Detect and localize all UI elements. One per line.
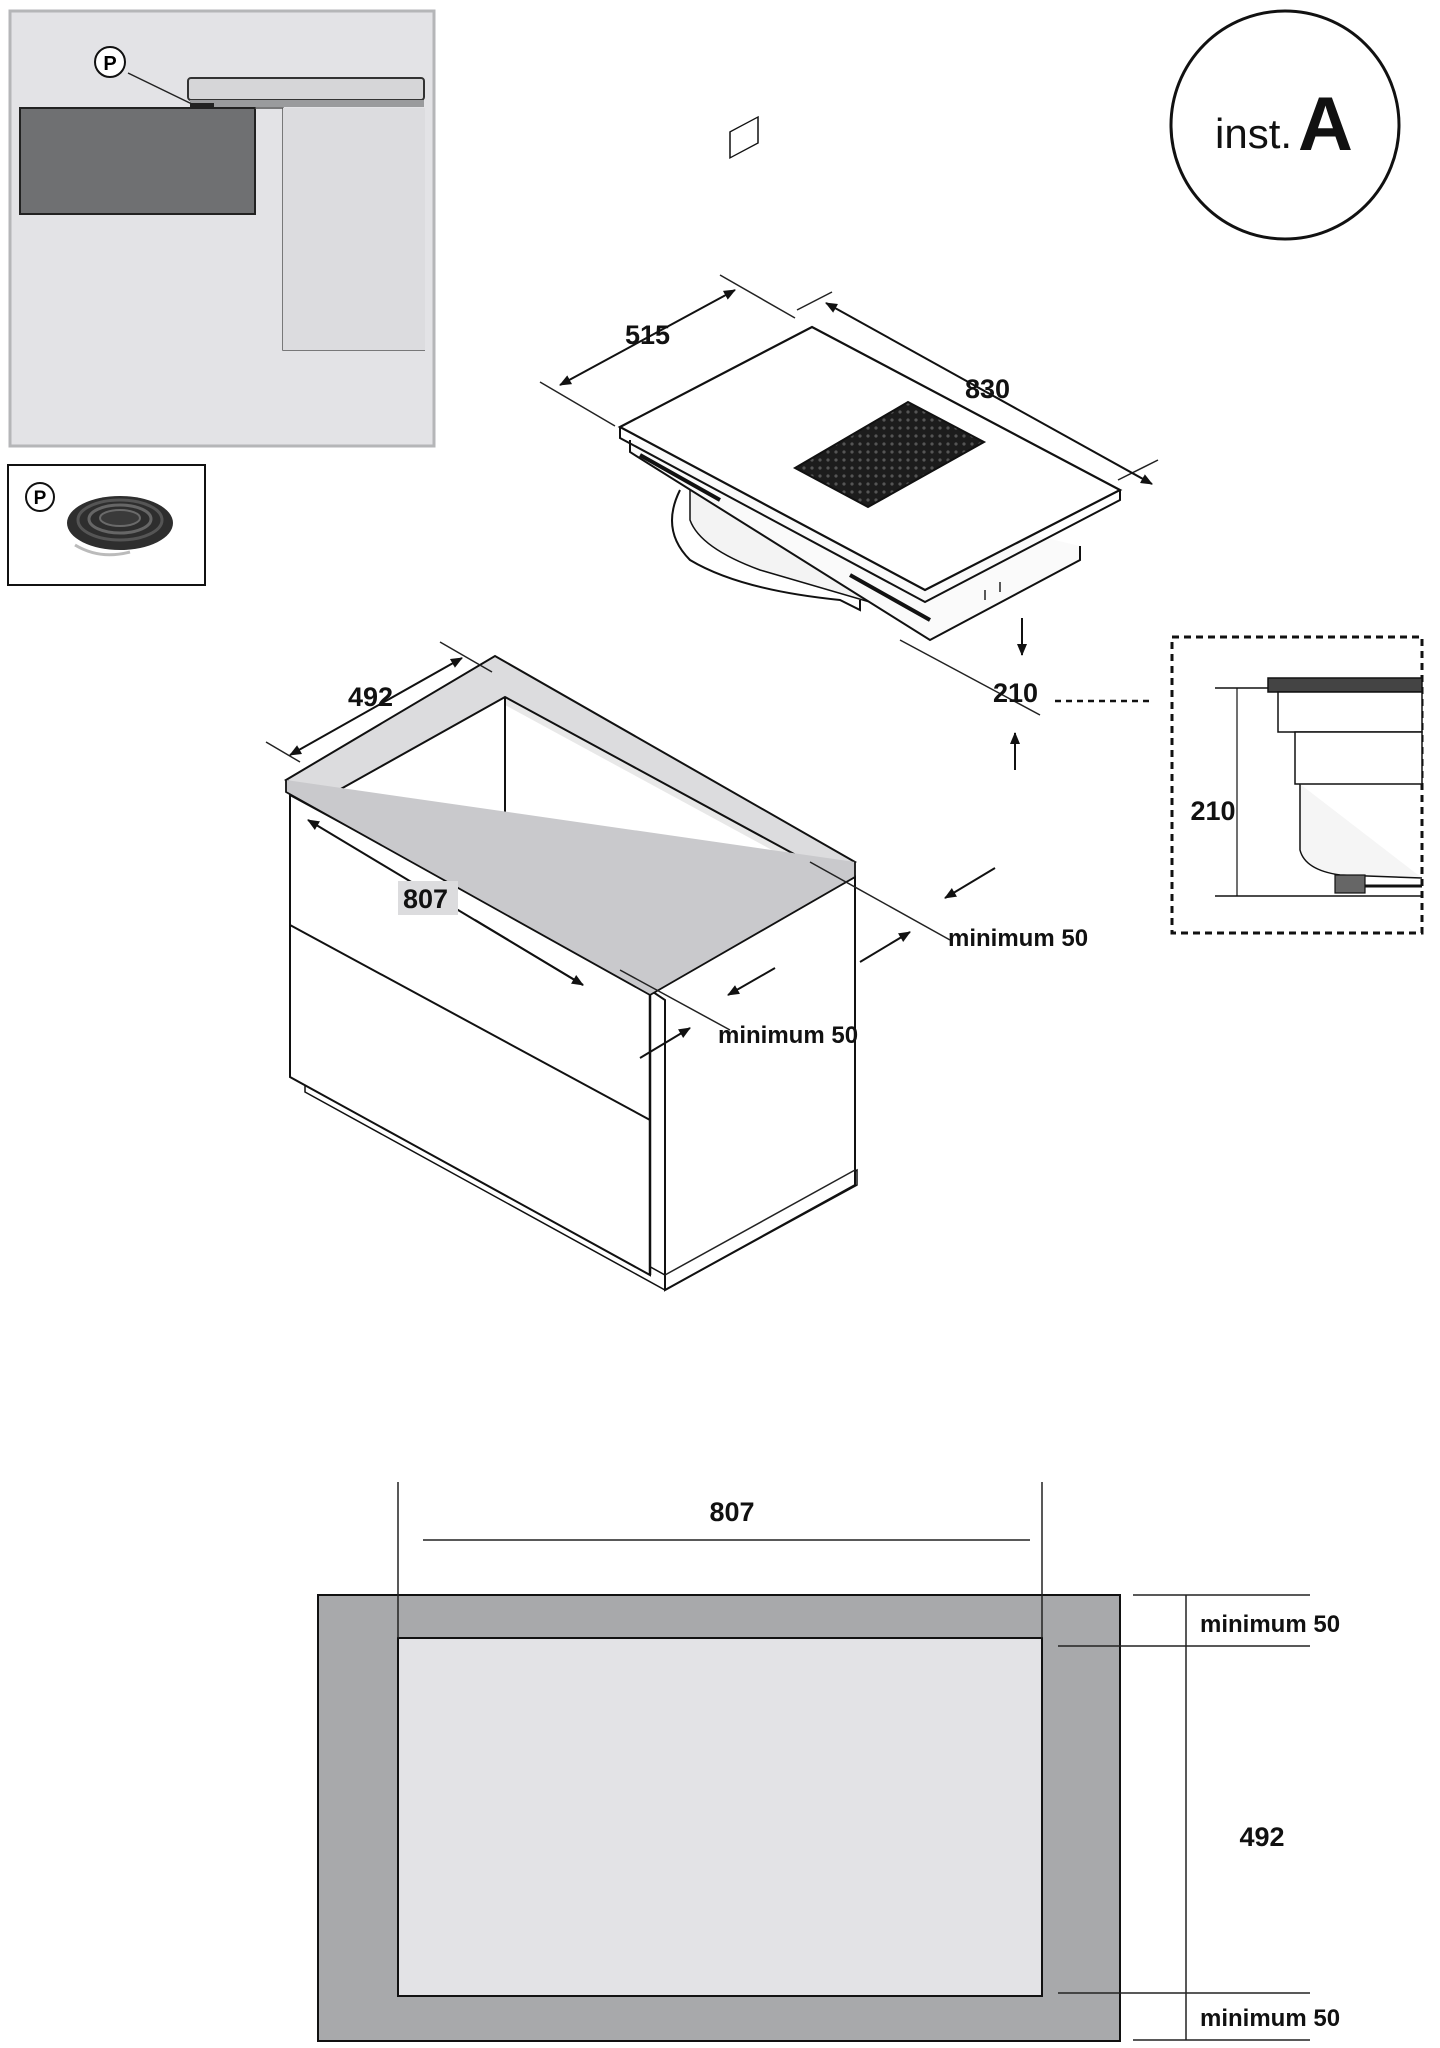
min-back-arrow-bottom — [859, 931, 911, 963]
dimension-hob-width: 830 — [796, 291, 1159, 485]
plan-min-top-label: minimum 50 — [1200, 1611, 1340, 1638]
hob-depth-arrow — [559, 289, 736, 386]
dimension-cabinet-min-back: minimum 50 — [809, 861, 1088, 963]
detail-inset: P — [8, 9, 436, 448]
min-front-arrow-bottom — [639, 1027, 691, 1059]
plan-cutout — [397, 1637, 1043, 1997]
installation-badge: inst. A — [1169, 9, 1401, 241]
cabinet-depth-arrow — [289, 657, 463, 756]
hob-width-label: 830 — [965, 374, 1010, 404]
worktop-edge — [285, 780, 856, 997]
cabinet-width-label: 807 — [403, 884, 448, 914]
badge-prefix: inst. — [1215, 110, 1292, 157]
gasket-box: P — [7, 464, 206, 586]
leader-line — [127, 72, 197, 107]
cabinet-depth-label: 492 — [348, 682, 393, 712]
part-callout-label: P — [103, 53, 116, 75]
height-detail-frame-part — [1277, 691, 1423, 733]
plan-view: 807 minimum 50 492 minimum 50 — [317, 1482, 1340, 2042]
cabinet-side — [283, 108, 425, 350]
hob-illustration — [617, 115, 1123, 642]
hob-width-arrow — [825, 302, 1153, 485]
min-back-arrow-top — [944, 867, 996, 899]
hob-clip-right — [849, 573, 931, 622]
plan-depth-label: 492 — [1239, 1822, 1284, 1852]
hob-clip-left — [639, 453, 721, 502]
height-detail-glass — [1267, 677, 1423, 693]
gasket-callout-label: P — [34, 488, 47, 509]
gasket-section — [190, 103, 214, 109]
min-back-label: minimum 50 — [948, 925, 1088, 952]
gasket-roll-image — [67, 496, 173, 557]
hob-glass-edge — [619, 427, 1121, 604]
dimension-hob-depth: 515 — [539, 274, 796, 427]
height-detail-outlet — [1334, 874, 1366, 894]
hob-depth-label: 515 — [625, 320, 670, 350]
dimension-cabinet-min-front: minimum 50 — [619, 967, 858, 1059]
hob-frame-section — [190, 100, 424, 107]
hob-plate-section — [187, 77, 425, 101]
hob-fan-housing — [671, 489, 861, 612]
height-detail-motor — [1294, 731, 1423, 785]
cabinet-illustration — [283, 654, 858, 1292]
min-front-arrow-top — [727, 967, 776, 996]
dimension-cabinet-width: 807 — [307, 819, 584, 986]
badge-circle — [1169, 9, 1401, 241]
height-detail: 210 — [1170, 635, 1424, 935]
plan-min-bottom-label: minimum 50 — [1200, 2005, 1340, 2032]
part-callout — [94, 46, 126, 78]
cabinet-width-arrow-right — [474, 919, 584, 986]
drawer-gap — [289, 924, 651, 1121]
gasket-callout — [25, 482, 55, 512]
dimension-hob-height: 210 — [899, 618, 1150, 770]
hob-connector — [729, 115, 759, 160]
dimension-cabinet-depth: 492 — [265, 641, 493, 763]
worktop-section — [19, 107, 256, 215]
height-detail-label: 210 — [1190, 796, 1235, 826]
badge-letter: A — [1298, 82, 1353, 167]
min-front-label: minimum 50 — [718, 1022, 858, 1049]
plan-width-label: 807 — [709, 1497, 754, 1527]
hob-height-label: 210 — [993, 678, 1038, 708]
